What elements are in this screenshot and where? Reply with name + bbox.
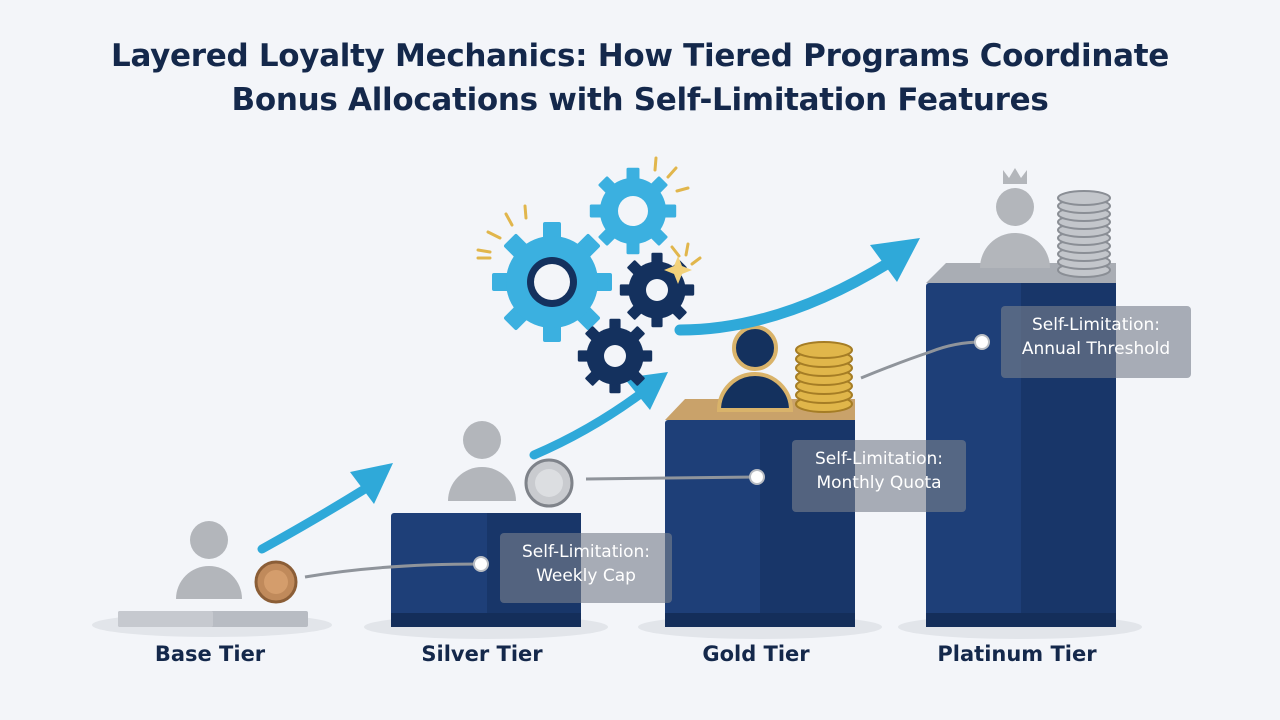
callout-title: Self-Limitation:: [814, 449, 943, 469]
person-icon: [980, 188, 1050, 268]
coin-stack-icon: [1057, 190, 1111, 278]
tier-label-platinum: Platinum Tier: [937, 642, 1097, 666]
callout-detail: Weekly Cap: [536, 566, 636, 586]
base-tier-platform: [118, 611, 308, 627]
callout-connector: [304, 556, 489, 579]
gear-icon: [492, 222, 612, 342]
person-icon: [716, 325, 794, 412]
tier-label-base: Base Tier: [154, 642, 266, 666]
arrow-icon: [257, 463, 393, 554]
callout-detail: Annual Threshold: [1021, 339, 1171, 359]
gold-tier-block: [665, 399, 855, 627]
sparkle-icon: [476, 156, 702, 266]
tier-label-silver: Silver Tier: [421, 642, 543, 666]
callout-connector: [860, 334, 990, 380]
gear-icon: [619, 252, 695, 328]
page-title: Layered Loyalty Mechanics: How Tiered Pr…: [0, 34, 1280, 122]
person-icon: [176, 521, 242, 599]
gear-icon: [589, 167, 677, 255]
title-line-2: Bonus Allocations with Self-Limitation F…: [231, 82, 1049, 118]
callout-monthly-quota: Self-Limitation: Monthly Quota: [792, 440, 966, 512]
sparkle-icon: [664, 256, 692, 284]
person-icon: [448, 421, 516, 501]
callout-annual-threshold: Self-Limitation: Annual Threshold: [1001, 306, 1191, 378]
coin-icon: [254, 560, 298, 604]
callout-weekly-cap: Self-Limitation: Weekly Cap: [500, 533, 672, 603]
coin-icon: [524, 458, 574, 508]
tier-label-gold: Gold Tier: [702, 642, 810, 666]
callout-detail: Monthly Quota: [816, 473, 942, 493]
title-line-1: Layered Loyalty Mechanics: How Tiered Pr…: [110, 38, 1170, 74]
gear-icon: [577, 318, 653, 394]
callout-title: Self-Limitation:: [521, 542, 650, 562]
coin-stack-icon: [795, 341, 853, 413]
crown-icon: [1003, 168, 1027, 184]
callout-title: Self-Limitation:: [1031, 315, 1160, 335]
arrow-icon: [674, 238, 920, 336]
arrow-icon: [529, 372, 668, 460]
callout-connector: [585, 469, 765, 485]
